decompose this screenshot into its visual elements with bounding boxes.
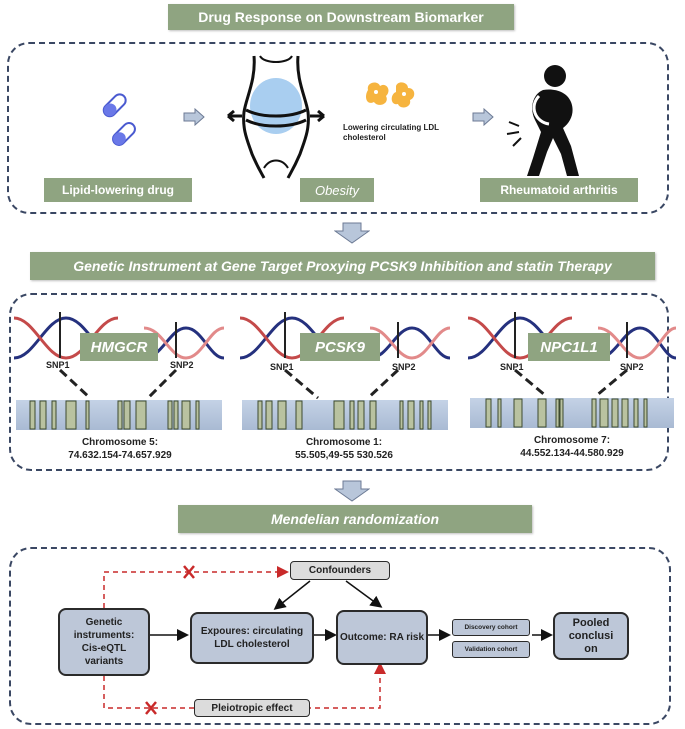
body-icon	[227, 55, 325, 179]
dna-helix-right	[597, 326, 677, 360]
header-banner: Drug Response on Downstream Biomarker	[168, 4, 514, 30]
outcome-box: Outcome: RA risk	[336, 610, 428, 665]
chromosome-bar	[470, 398, 674, 428]
snp2-label: SNP2	[620, 362, 644, 372]
ra-label: Rheumatoid arthritis	[480, 178, 638, 202]
drug-label: Lipid-lowering drug	[44, 178, 192, 202]
chromosome-5-label: Chromosome 5:74.632.154-74.657.929	[68, 437, 172, 461]
dna-helix-right	[369, 326, 451, 360]
chromosome-bands	[29, 398, 648, 430]
gene-tag-npc1l1: NPC1L1	[528, 333, 610, 361]
header-title: Drug Response on Downstream Biomarker	[198, 9, 484, 25]
dna-helix-right	[597, 326, 677, 360]
dna-helix-left	[239, 316, 345, 360]
chromosome-1-label: Chromosome 1:55.505,49-55 530.526	[295, 437, 393, 461]
genetic-instrument-banner: Genetic Instrument at Gene Target Proxyi…	[30, 252, 655, 280]
gene-group-npc1l1	[467, 312, 677, 428]
exposure-box: Expoures: circulating LDL cholesterol	[190, 612, 314, 664]
gene-tag-hmgcr: HMGCR	[80, 333, 158, 361]
obesity-label: Obesity	[300, 178, 374, 202]
snp1-label: SNP1	[270, 362, 294, 372]
chromosome-7-label: Chromosome 7:44.552.134-44.580.929	[520, 435, 624, 459]
arrow-down-icon	[334, 480, 370, 502]
pleiotropic-effect-box: Pleiotropic effect	[194, 699, 310, 717]
dna-helix-left	[467, 316, 573, 360]
ldl-particles-icon	[366, 82, 415, 108]
arrow-right-icon	[183, 108, 205, 126]
mr-panel	[9, 547, 671, 725]
snp1-label: SNP1	[46, 360, 70, 370]
dna-helix-right	[369, 326, 451, 360]
validation-cohort-box: Validation cohort	[452, 641, 530, 658]
confounders-box: Confounders	[290, 561, 390, 580]
snp2-label: SNP2	[170, 360, 194, 370]
blocked-x-icon	[145, 701, 157, 715]
mr-banner: Mendelian randomization	[178, 505, 532, 533]
snp1-label: SNP1	[500, 362, 524, 372]
genetic-instruments-box: Genetic instruments: Cis-eQTL variants	[58, 608, 150, 676]
arrow-down-icon	[334, 222, 370, 244]
ldl-caption: Lowering circulating LDL cholesterol	[343, 123, 439, 142]
dna-helix-left	[13, 316, 119, 360]
pooled-conclusion-box: Pooled conclusi on	[553, 612, 629, 660]
discovery-cohort-box: Discovery cohort	[452, 619, 530, 636]
blocked-x-icon	[183, 565, 195, 579]
drug-response-panel	[7, 42, 669, 214]
arthritis-pain-icon	[506, 65, 579, 176]
arrow-right-icon	[472, 108, 494, 126]
pills-icon	[102, 93, 136, 146]
genetic-instrument-panel	[9, 293, 669, 471]
snp2-label: SNP2	[392, 362, 416, 372]
gene-tag-pcsk9: PCSK9	[300, 333, 380, 361]
